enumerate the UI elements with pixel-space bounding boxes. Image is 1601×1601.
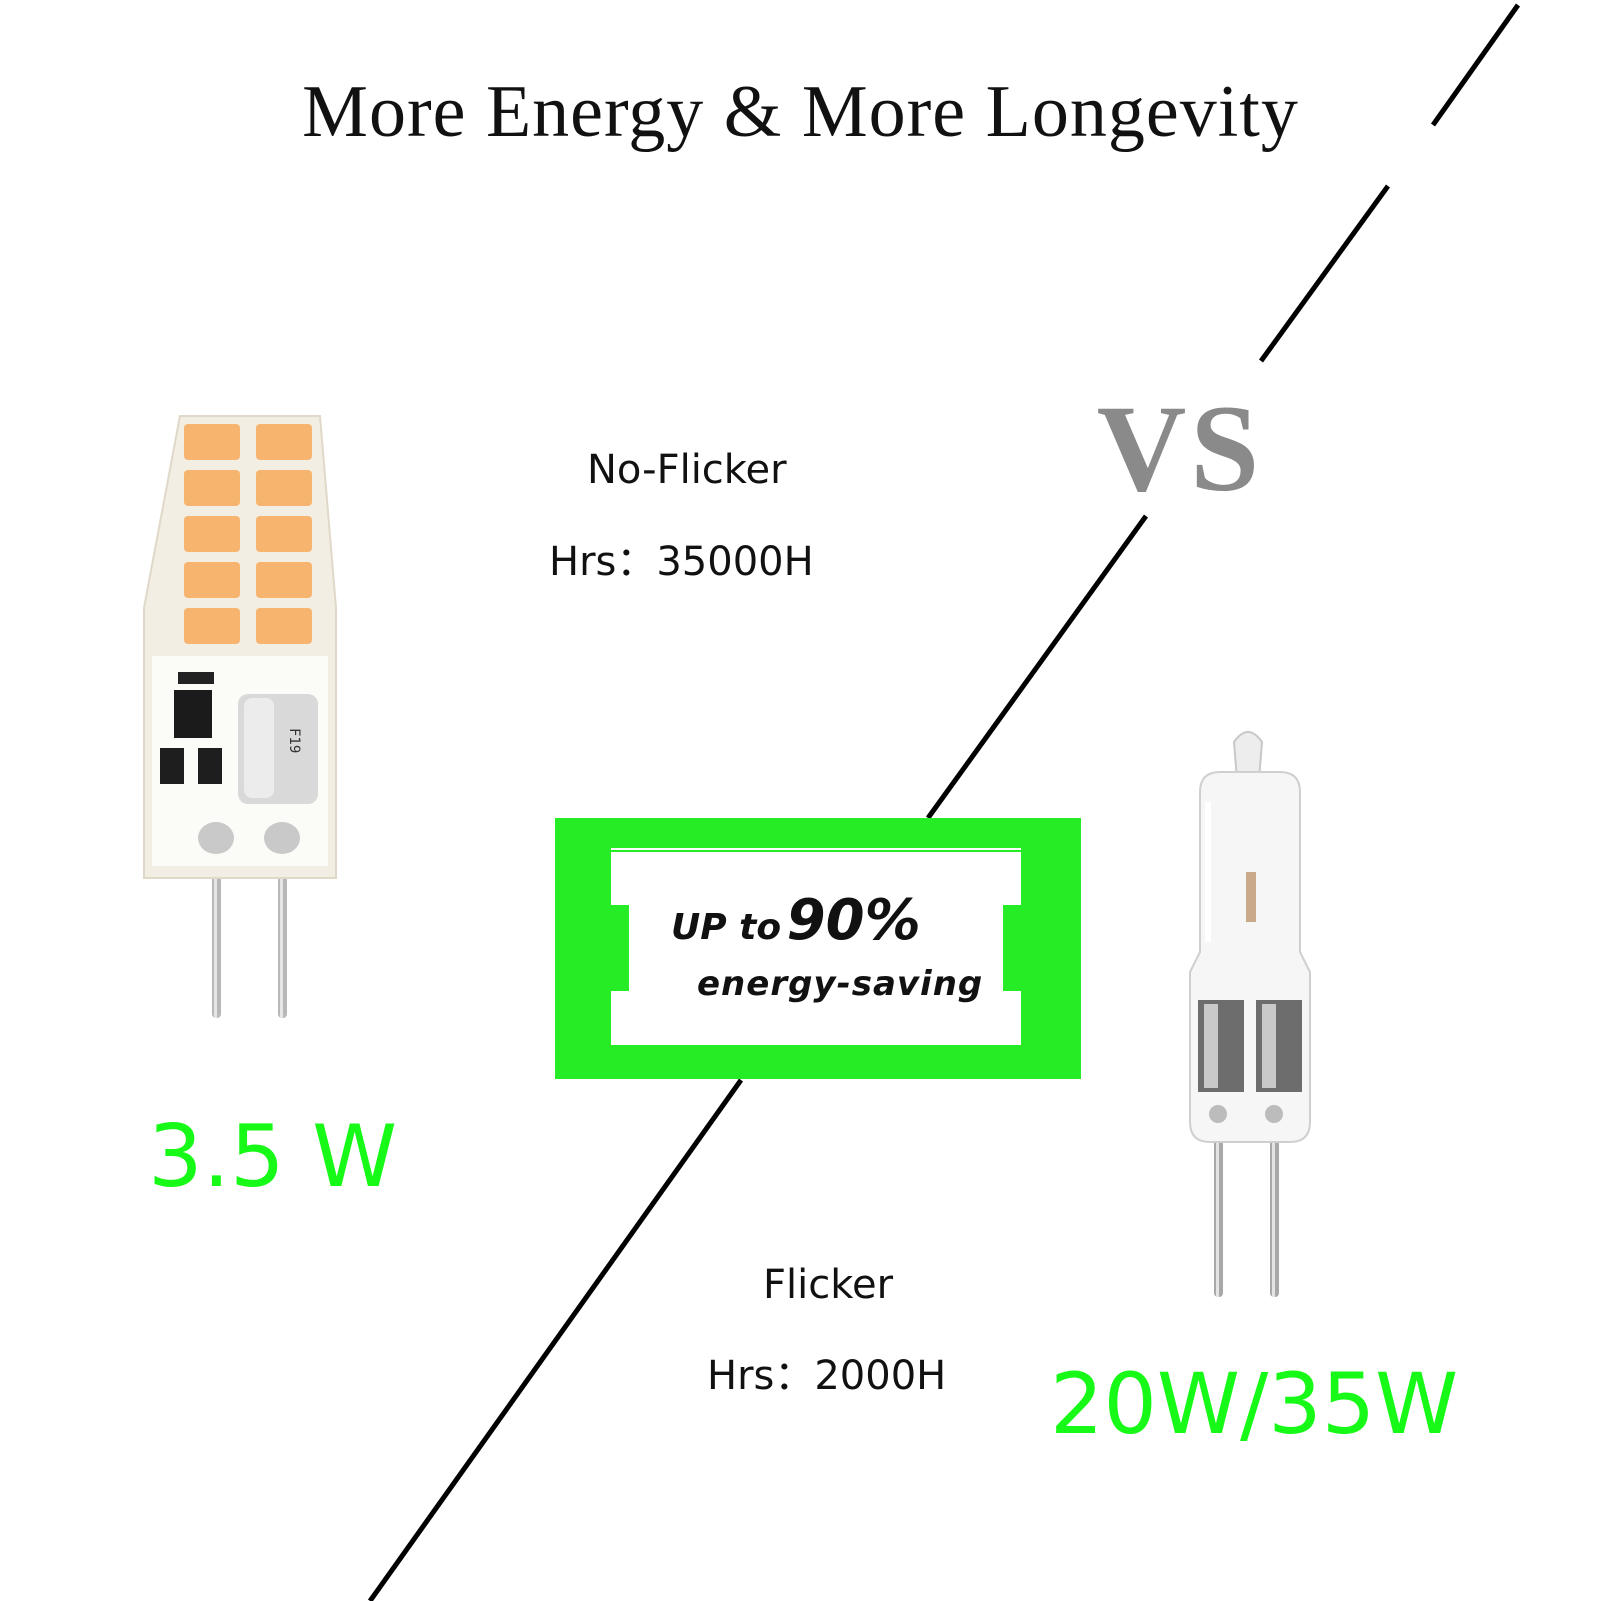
saving-headline: UP to 90% bbox=[671, 888, 921, 953]
banner-notch-left bbox=[611, 905, 629, 991]
saving-percent: 90% bbox=[786, 888, 921, 953]
banner-notch-right bbox=[1003, 905, 1021, 991]
saving-caption: energy-saving bbox=[697, 964, 984, 1004]
halogen-g4-bulb-icon bbox=[1189, 731, 1311, 1297]
halogen-wattage: 20W/35W bbox=[1050, 1355, 1459, 1453]
banner-hairline bbox=[611, 848, 1021, 850]
led-hours-label: Hrs：35000H bbox=[549, 539, 814, 585]
vs-label: VS bbox=[1096, 380, 1264, 517]
energy-saving-banner: UP to 90% energy-saving bbox=[555, 818, 1081, 1079]
page-title: More Energy & More Longevity bbox=[302, 71, 1299, 153]
halogen-hours-label: Hrs：2000H bbox=[707, 1353, 947, 1399]
halogen-flicker-label: Flicker bbox=[763, 1262, 894, 1308]
led-flicker-label: No-Flicker bbox=[587, 447, 787, 493]
saving-prefix: UP to bbox=[671, 907, 782, 948]
banner-inner-panel bbox=[611, 852, 1021, 1045]
led-wattage: 3.5 W bbox=[148, 1107, 398, 1207]
led-g4-bulb-icon: F19 bbox=[143, 415, 337, 1018]
svg-text:F19: F19 bbox=[286, 728, 302, 753]
